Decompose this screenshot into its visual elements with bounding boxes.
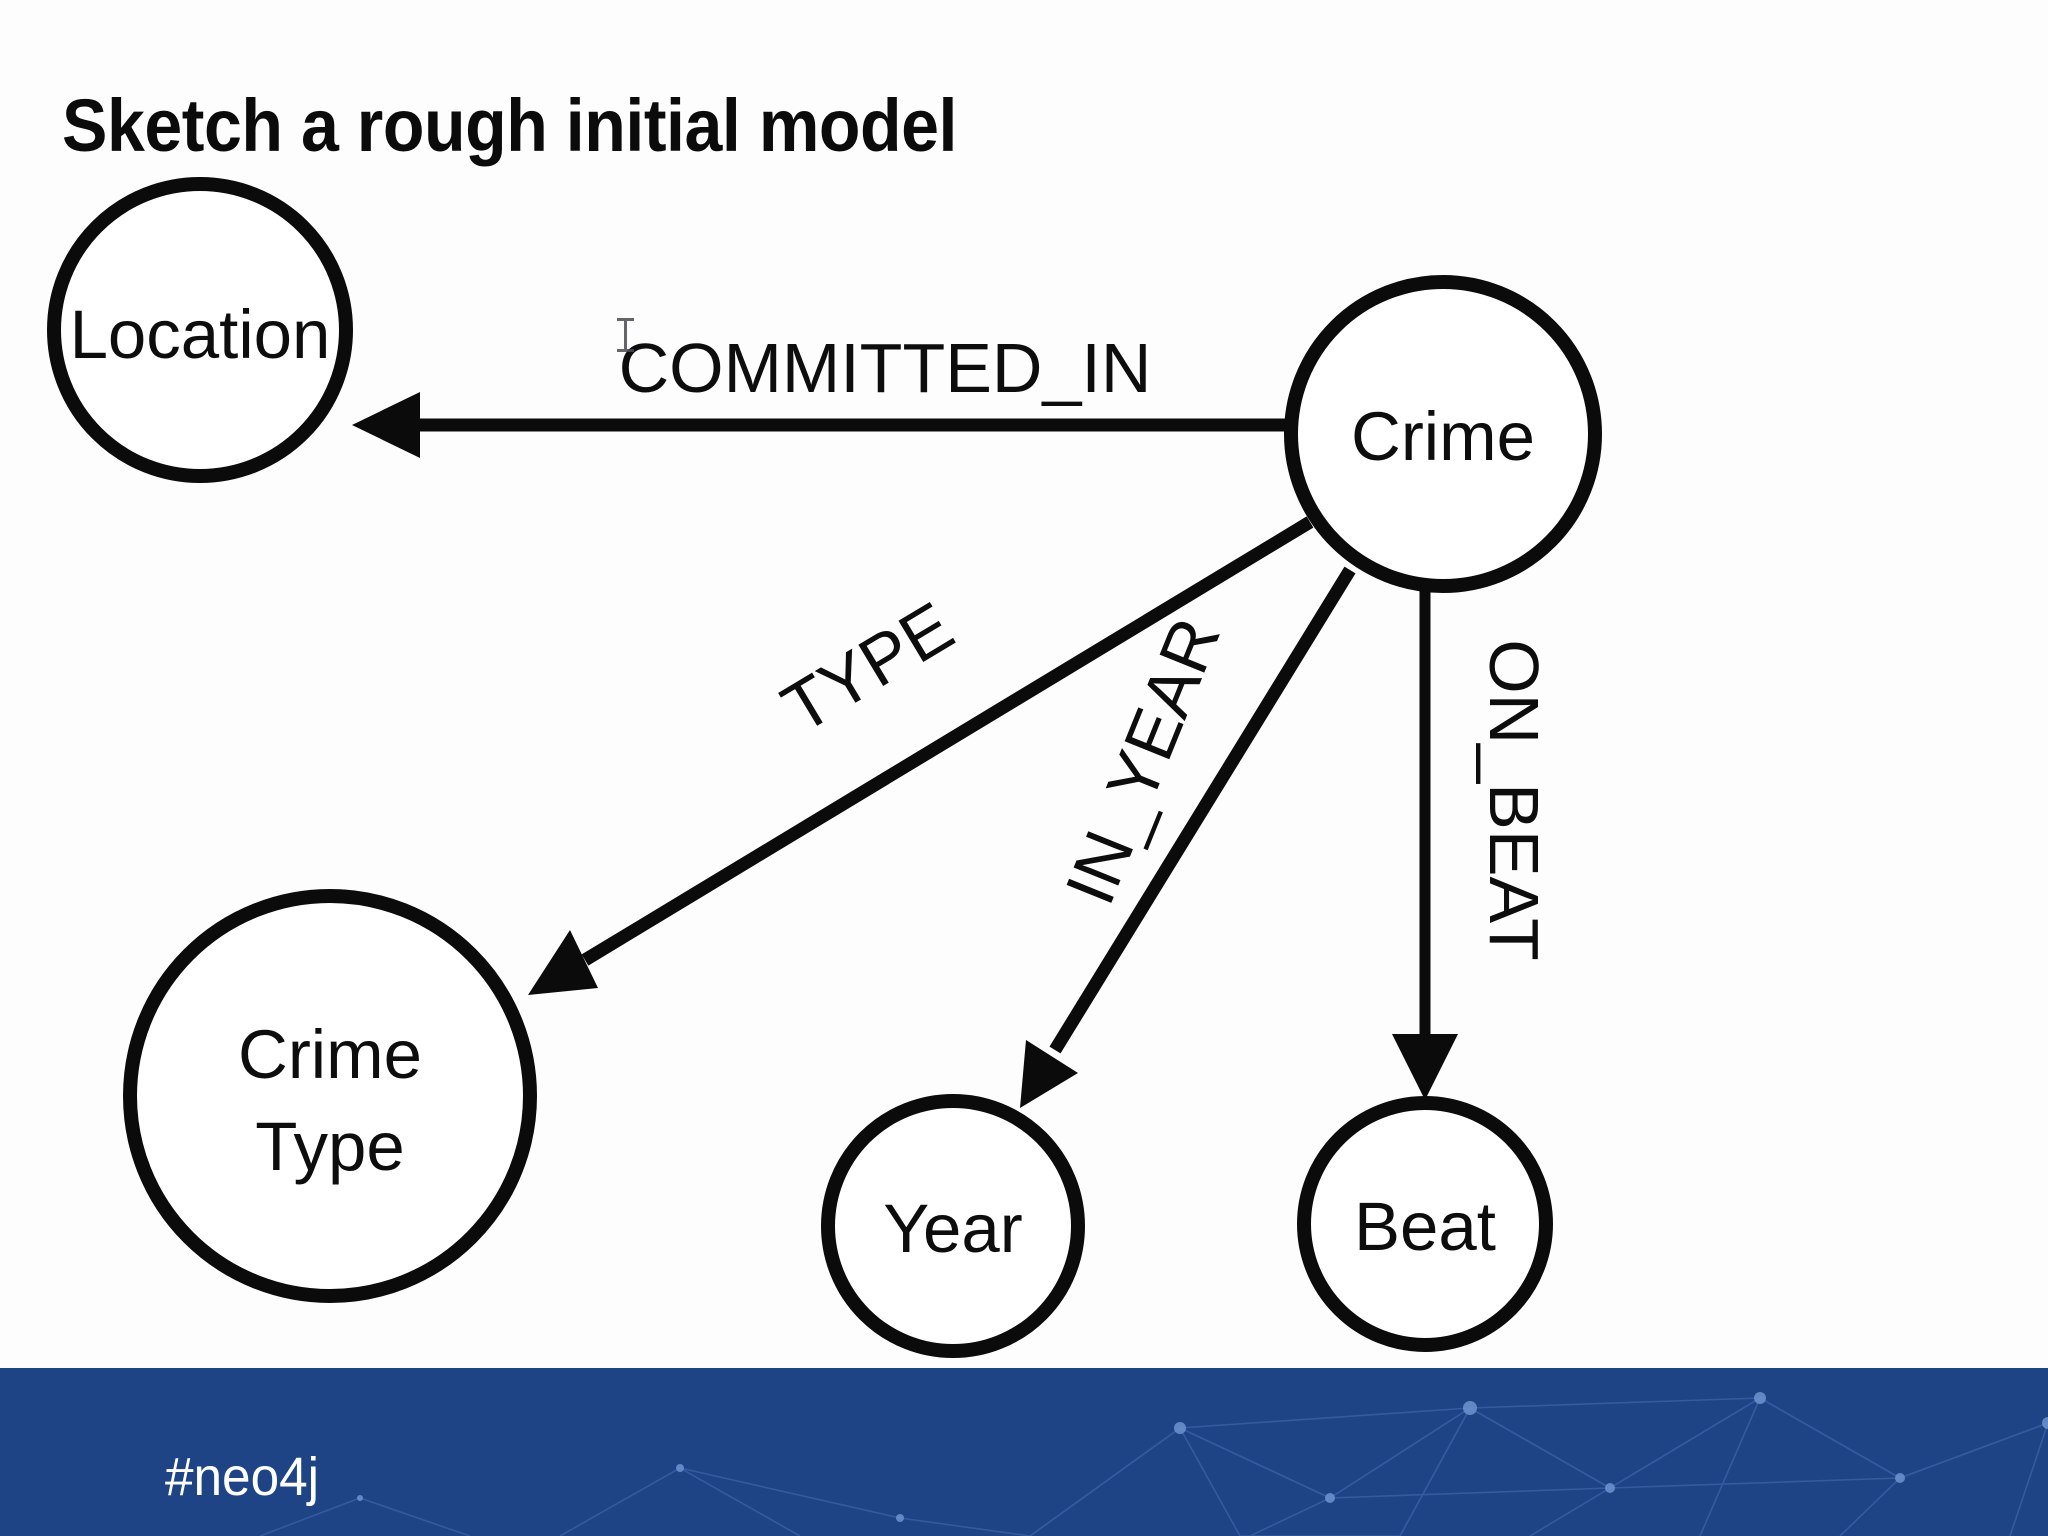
node-label-beat: Beat — [1354, 1188, 1496, 1265]
node-label-location: Location — [70, 296, 331, 373]
node-beat[interactable]: Beat — [1297, 1096, 1553, 1352]
edge-committed-in[interactable] — [352, 392, 1290, 458]
edge-label-on-beat: ON_BEAT — [1475, 639, 1553, 961]
edge-label-type: TYPE — [769, 587, 966, 748]
footer-hashtag: #neo4j — [165, 1447, 320, 1507]
node-label-year: Year — [883, 1190, 1022, 1267]
slide-footer — [0, 1368, 2048, 1536]
node-location[interactable]: Location — [47, 177, 353, 483]
node-label-crime: Crime — [1351, 398, 1535, 475]
edge-on-beat[interactable] — [1392, 590, 1458, 1100]
edge-label-in-year: IN_YEAR — [1050, 608, 1235, 915]
edge-in-year[interactable] — [1020, 566, 1356, 1108]
network-pattern-decoration — [259, 1392, 2048, 1536]
graph-model-diagram: COMMITTED_IN TYPE IN_YEAR ON_BEAT Locati… — [47, 177, 1602, 1358]
page-title: Sketch a rough initial model — [62, 84, 958, 167]
node-crime-type[interactable]: Crime Type — [123, 889, 537, 1303]
node-label-crime-type-line2: Type — [255, 1108, 405, 1185]
node-label-crime-type-line1: Crime — [238, 1016, 422, 1093]
edge-type[interactable] — [528, 516, 1314, 995]
edge-label-committed-in: COMMITTED_IN — [619, 329, 1152, 407]
node-year[interactable]: Year — [821, 1094, 1085, 1358]
node-crime[interactable]: Crime — [1284, 275, 1602, 593]
text-ibeam-cursor — [617, 318, 634, 352]
